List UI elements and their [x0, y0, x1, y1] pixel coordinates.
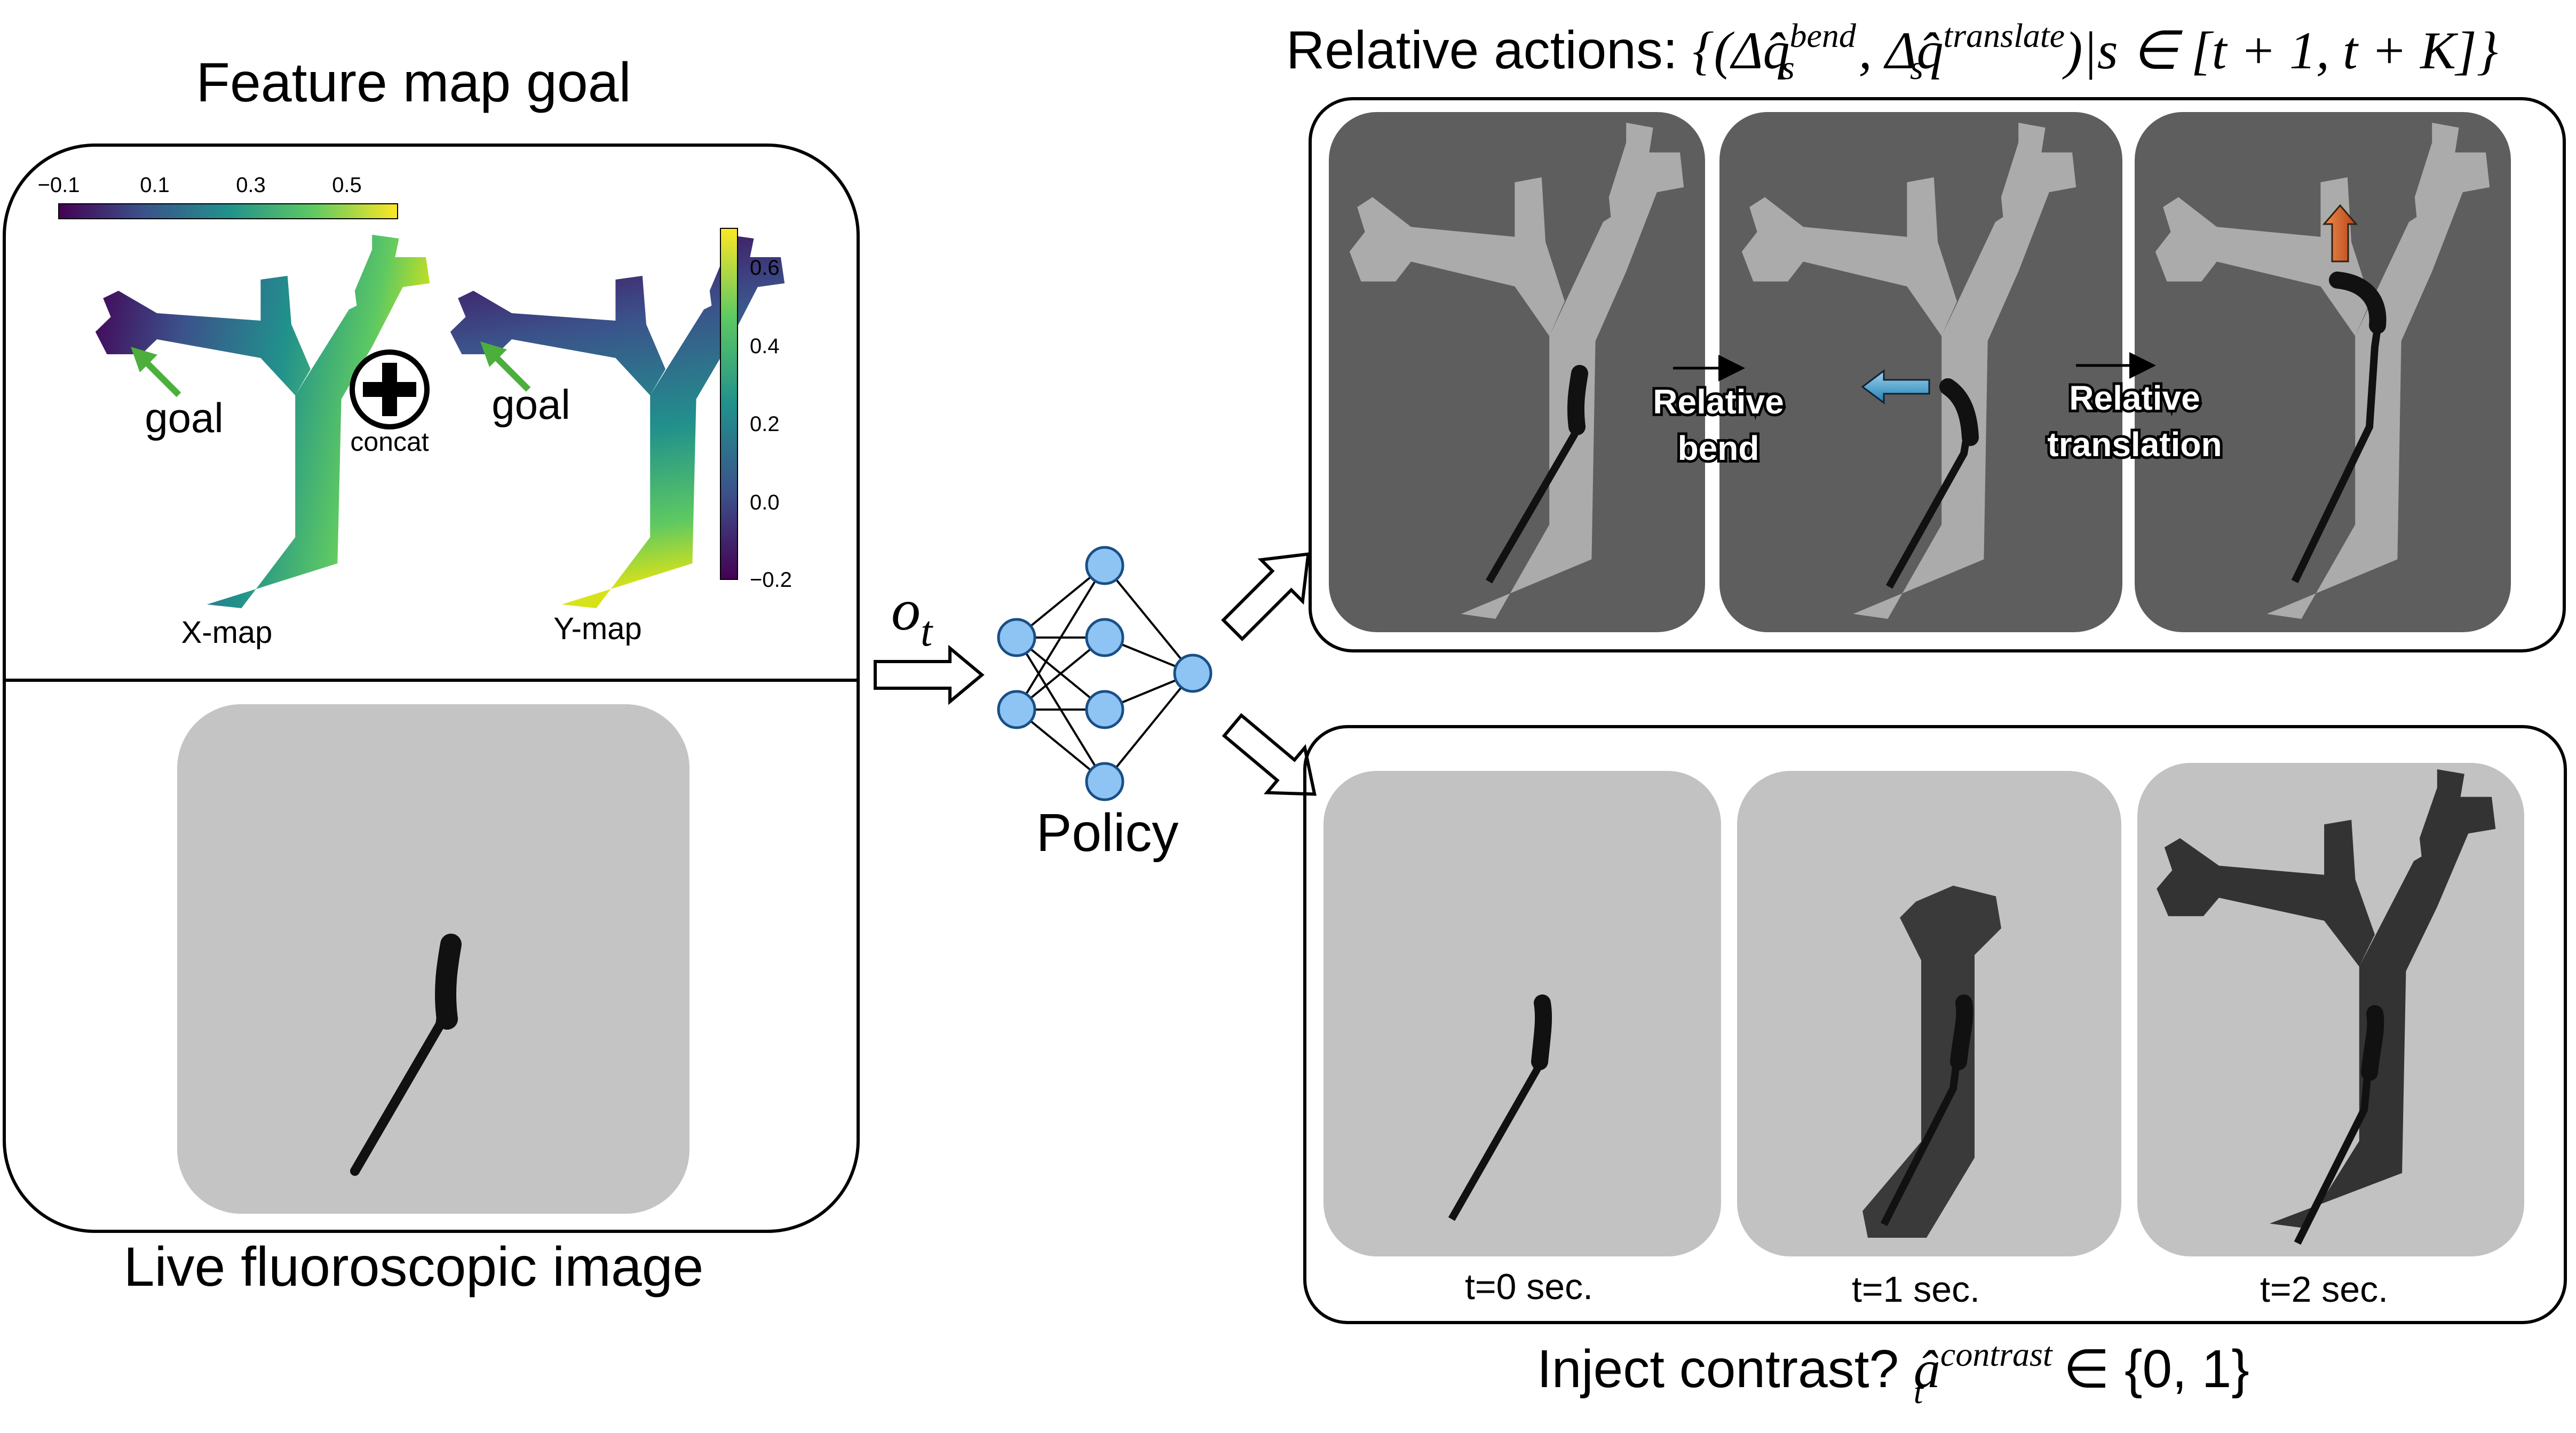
relative-bend-label-1: Relative — [1653, 383, 1784, 421]
side-colorbar-tick: 0.0 — [750, 491, 780, 514]
left-panel-frame — [3, 144, 860, 1233]
live-image-title: Live fluoroscopic image — [124, 1236, 704, 1298]
feature-map-title: Feature map goal — [196, 52, 631, 114]
policy-to-actions-arrow — [1221, 552, 1310, 641]
policy-label: Policy — [1036, 803, 1179, 863]
side-colorbar-tick: 0.6 — [750, 256, 780, 280]
policy-node — [1085, 762, 1124, 801]
relative-actions-frame — [1309, 97, 2566, 652]
side-colorbar — [720, 228, 738, 580]
contrast-frame-1 — [1323, 771, 1721, 1256]
top-colorbar-tick: −0.1 — [38, 173, 80, 197]
contrast-frame-1-catheter-tip — [1531, 994, 1552, 1070]
action-frame-1-catheter-tip — [1567, 365, 1588, 435]
contrast-frame-2-vessel — [1862, 886, 2001, 1238]
relative-translation-label-1: Relative — [2069, 379, 2200, 417]
y-map-label: Y-map — [553, 611, 642, 646]
policy-node — [1085, 546, 1124, 585]
policy-to-contrast-arrow — [1222, 713, 1317, 796]
policy-node — [1085, 690, 1124, 729]
contrast-time-label: t=0 sec. — [1465, 1267, 1593, 1307]
goal-arrowhead-x — [131, 347, 157, 372]
top-colorbar-tick: 0.3 — [236, 173, 266, 197]
top-colorbar-tick: 0.1 — [140, 173, 170, 197]
observation-arrow — [874, 644, 985, 705]
policy-node — [997, 618, 1036, 657]
concat-icon-bar — [382, 363, 397, 416]
relative-bend-label-2: bend — [1678, 429, 1759, 467]
bend-direction-arrow — [1861, 369, 1930, 404]
relative-translation-label-2: translation — [2047, 425, 2222, 464]
x-map-label: X-map — [181, 615, 273, 650]
action-frame-2-catheter-tip — [1939, 378, 1979, 446]
policy-network-icon — [1016, 564, 1194, 783]
side-colorbar-tick: 0.4 — [750, 335, 780, 358]
concat-label: concat — [350, 427, 429, 457]
top-colorbar — [58, 203, 398, 219]
policy-nodes — [997, 546, 1212, 801]
policy-node — [1085, 618, 1124, 657]
contrast-time-label: t=2 sec. — [2260, 1269, 2388, 1310]
policy-node — [1173, 654, 1212, 693]
live-catheter-tip — [435, 934, 462, 1030]
contrast-time-label: t=1 sec. — [1852, 1269, 1980, 1310]
observation-symbol: ot — [891, 577, 933, 655]
side-colorbar-tick: −0.2 — [750, 568, 792, 592]
goal-label-x: goal — [145, 394, 223, 441]
top-colorbar-tick: 0.5 — [332, 173, 362, 197]
policy-node — [997, 690, 1036, 729]
side-colorbar-tick: 0.2 — [750, 412, 780, 436]
goal-arrowhead-y — [480, 341, 507, 367]
contrast-frame-2-catheter-tip — [1950, 994, 1973, 1070]
live-fluoro-image — [177, 704, 689, 1214]
goal-label-y: goal — [492, 381, 570, 428]
action-frame-3-catheter-tip — [2329, 272, 2387, 334]
contrast-frame-3-catheter-tip — [2361, 1005, 2384, 1081]
translation-direction-arrow — [2322, 204, 2358, 262]
contrast-frame — [1303, 725, 2567, 1324]
